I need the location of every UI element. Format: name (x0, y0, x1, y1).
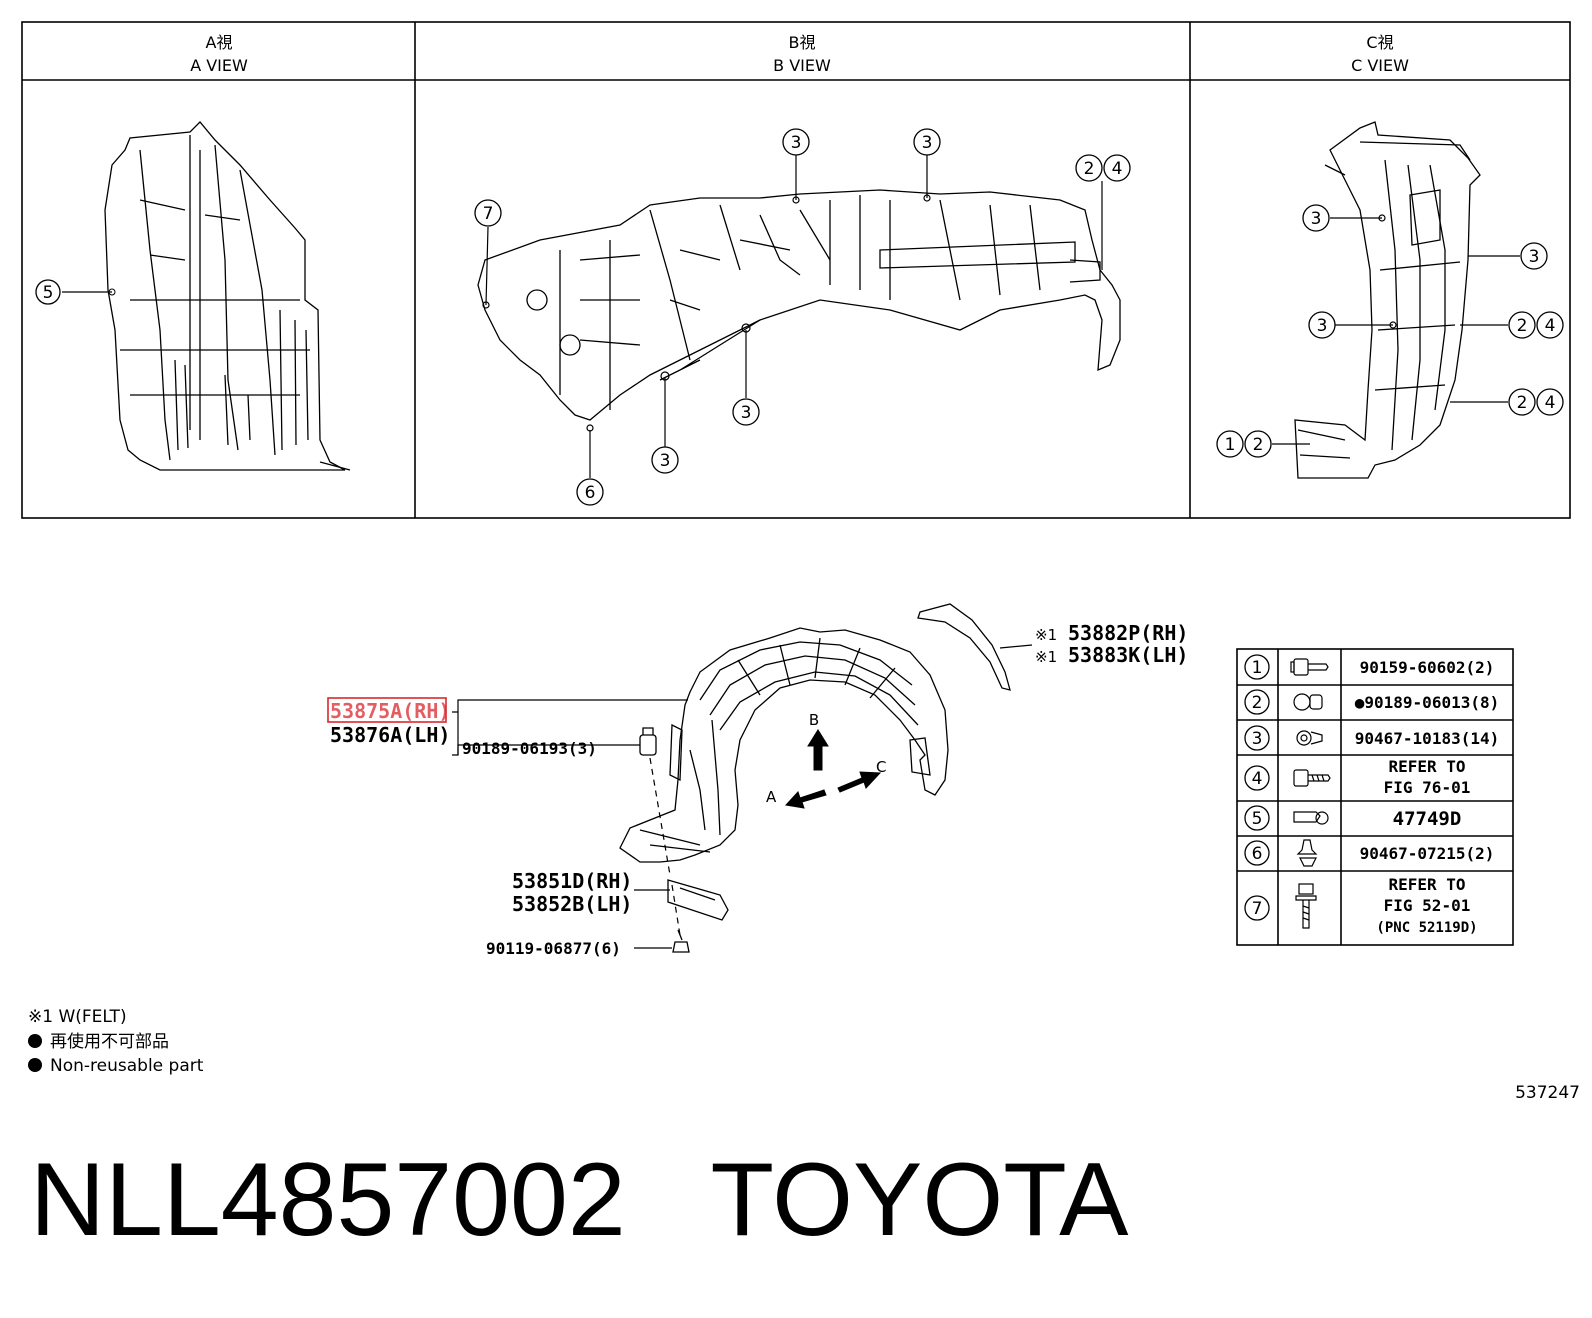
legend-text-6: 90467-07215(2) (1360, 844, 1495, 863)
arrow-label-b: B (809, 711, 819, 729)
c-callout-1: 1 (1225, 435, 1236, 455)
c-callout-3-right: 3 (1529, 247, 1540, 267)
b-callout-6: 6 (585, 483, 596, 503)
c-view-liner-drawing (1294, 121, 1481, 479)
arrow-label-a: A (766, 788, 777, 806)
b-callout-3-top-left: 3 (791, 133, 802, 153)
part-53875a-rh-label: 53875A(RH) (330, 699, 450, 723)
a-view-callout-5: 5 (35, 279, 116, 305)
b-view-callouts (474, 128, 1131, 506)
page-title: NLL4857002 TOYOTA (30, 1142, 1129, 1258)
legend-num-7: 7 (1252, 899, 1263, 919)
rivet-clip-icon (1296, 839, 1318, 867)
a-view-header-en: A VIEW (190, 56, 248, 75)
shield-lh-label: 53852B(LH) (512, 892, 632, 916)
b-callout-3-top-right: 3 (922, 133, 933, 153)
bolt-drawing (672, 929, 690, 953)
c-callout-2-upper: 2 (1517, 316, 1528, 336)
c-callout-4-lower: 4 (1545, 393, 1556, 413)
c-view-callouts (1216, 204, 1564, 458)
highlight-box (327, 697, 447, 723)
part-53876a-lh-label: 53876A(LH) (330, 723, 450, 747)
nonreusable-note-jp: 再使用不可部品 (28, 1030, 169, 1054)
figure-number: 537247 (1515, 1083, 1580, 1103)
clip-part-label: 90189-06193(3) (462, 739, 597, 758)
legend-text-3: 90467-10183(14) (1355, 729, 1500, 748)
screw-icon (1293, 769, 1331, 787)
felt-part-rh-label: 53882P(RH) (1068, 621, 1188, 645)
legend-text-7a: REFER TO (1388, 875, 1465, 894)
felt-mark-lh: ※1 (1035, 648, 1057, 666)
b-callout-4: 4 (1112, 159, 1123, 179)
bullet-dot-icon (28, 1058, 42, 1072)
nonreusable-en-text: Non-reusable part (50, 1056, 204, 1076)
legend-text-2: ●90189-06013(8) (1355, 693, 1500, 712)
a-view-header-jp: A視 (206, 33, 233, 52)
svg-text:5: 5 (43, 283, 54, 303)
c-callout-3-mid-left: 3 (1317, 316, 1328, 336)
bolt-washer-icon (1295, 883, 1317, 929)
legend-num-1: 1 (1252, 658, 1263, 678)
b-callout-2: 2 (1084, 159, 1095, 179)
nonreusable-note-en: Non-reusable part (28, 1054, 203, 1078)
bolt-part-label: 90119-06877(6) (486, 939, 621, 958)
felt-note: ※1 W(FELT) (28, 1005, 127, 1029)
b-callout-3-bottom-left: 3 (660, 451, 671, 471)
c-view-header-en: C VIEW (1351, 56, 1409, 75)
b-view-header-jp: B視 (789, 33, 816, 52)
clip-drawing (639, 727, 657, 756)
legend-text-7b: FIG 52-01 (1384, 896, 1471, 915)
legend-num-3: 3 (1252, 729, 1263, 749)
c-callout-3-upper-left: 3 (1311, 209, 1322, 229)
shield-rh-label: 53851D(RH) (512, 869, 632, 893)
nonreusable-jp-text: 再使用不可部品 (50, 1032, 169, 1052)
legend-text-7c: (PNC 52119D) (1376, 920, 1477, 936)
legend-num-5: 5 (1252, 809, 1263, 829)
screw-grommet-icon (1293, 811, 1329, 825)
nut-clip-icon (1293, 693, 1323, 711)
main-exploded-diagram: B C A 53875A(RH) 53876A(LH) 90189-06193(… (327, 603, 1188, 958)
felt-mark-rh: ※1 (1035, 626, 1057, 644)
shield-drawing (667, 879, 729, 921)
flange-bolt-icon (1290, 658, 1329, 676)
felt-part-lh-label: 53883K(LH) (1068, 643, 1188, 667)
legend-text-4a: REFER TO (1388, 757, 1465, 776)
c-callout-4-upper: 4 (1545, 316, 1556, 336)
c-callout-2-bottom: 2 (1253, 435, 1264, 455)
direction-arrows (785, 729, 882, 809)
legend-num-2: 2 (1252, 693, 1263, 713)
felt-note-text: ※1 W(FELT) (28, 1007, 127, 1027)
b-callout-7: 7 (483, 204, 494, 224)
fastener-legend-table: 1 2 3 4 5 6 7 (1236, 648, 1514, 946)
view-panels: A視 A VIEW B視 B VIEW C視 C VIEW 5 (21, 21, 1571, 519)
legend-text-5: 47749D (1393, 808, 1462, 830)
legend-num-4: 4 (1252, 769, 1263, 789)
legend-text-1: 90159-60602(2) (1360, 658, 1495, 677)
arrow-label-c: C (876, 758, 886, 776)
bullet-dot-icon (28, 1034, 42, 1048)
b-view-liner-drawing (477, 189, 1121, 421)
felt-pad-drawing (917, 603, 1011, 691)
legend-text-4b: FIG 76-01 (1384, 778, 1471, 797)
c-view-header-jp: C視 (1366, 33, 1393, 52)
b-callout-3-bottom-right: 3 (741, 403, 752, 423)
push-clip-icon (1296, 730, 1323, 746)
fender-liner-drawing (619, 627, 949, 863)
c-callout-2-lower: 2 (1517, 393, 1528, 413)
legend-num-6: 6 (1252, 844, 1263, 864)
a-view-liner-drawing (104, 121, 351, 471)
b-view-header-en: B VIEW (773, 56, 831, 75)
